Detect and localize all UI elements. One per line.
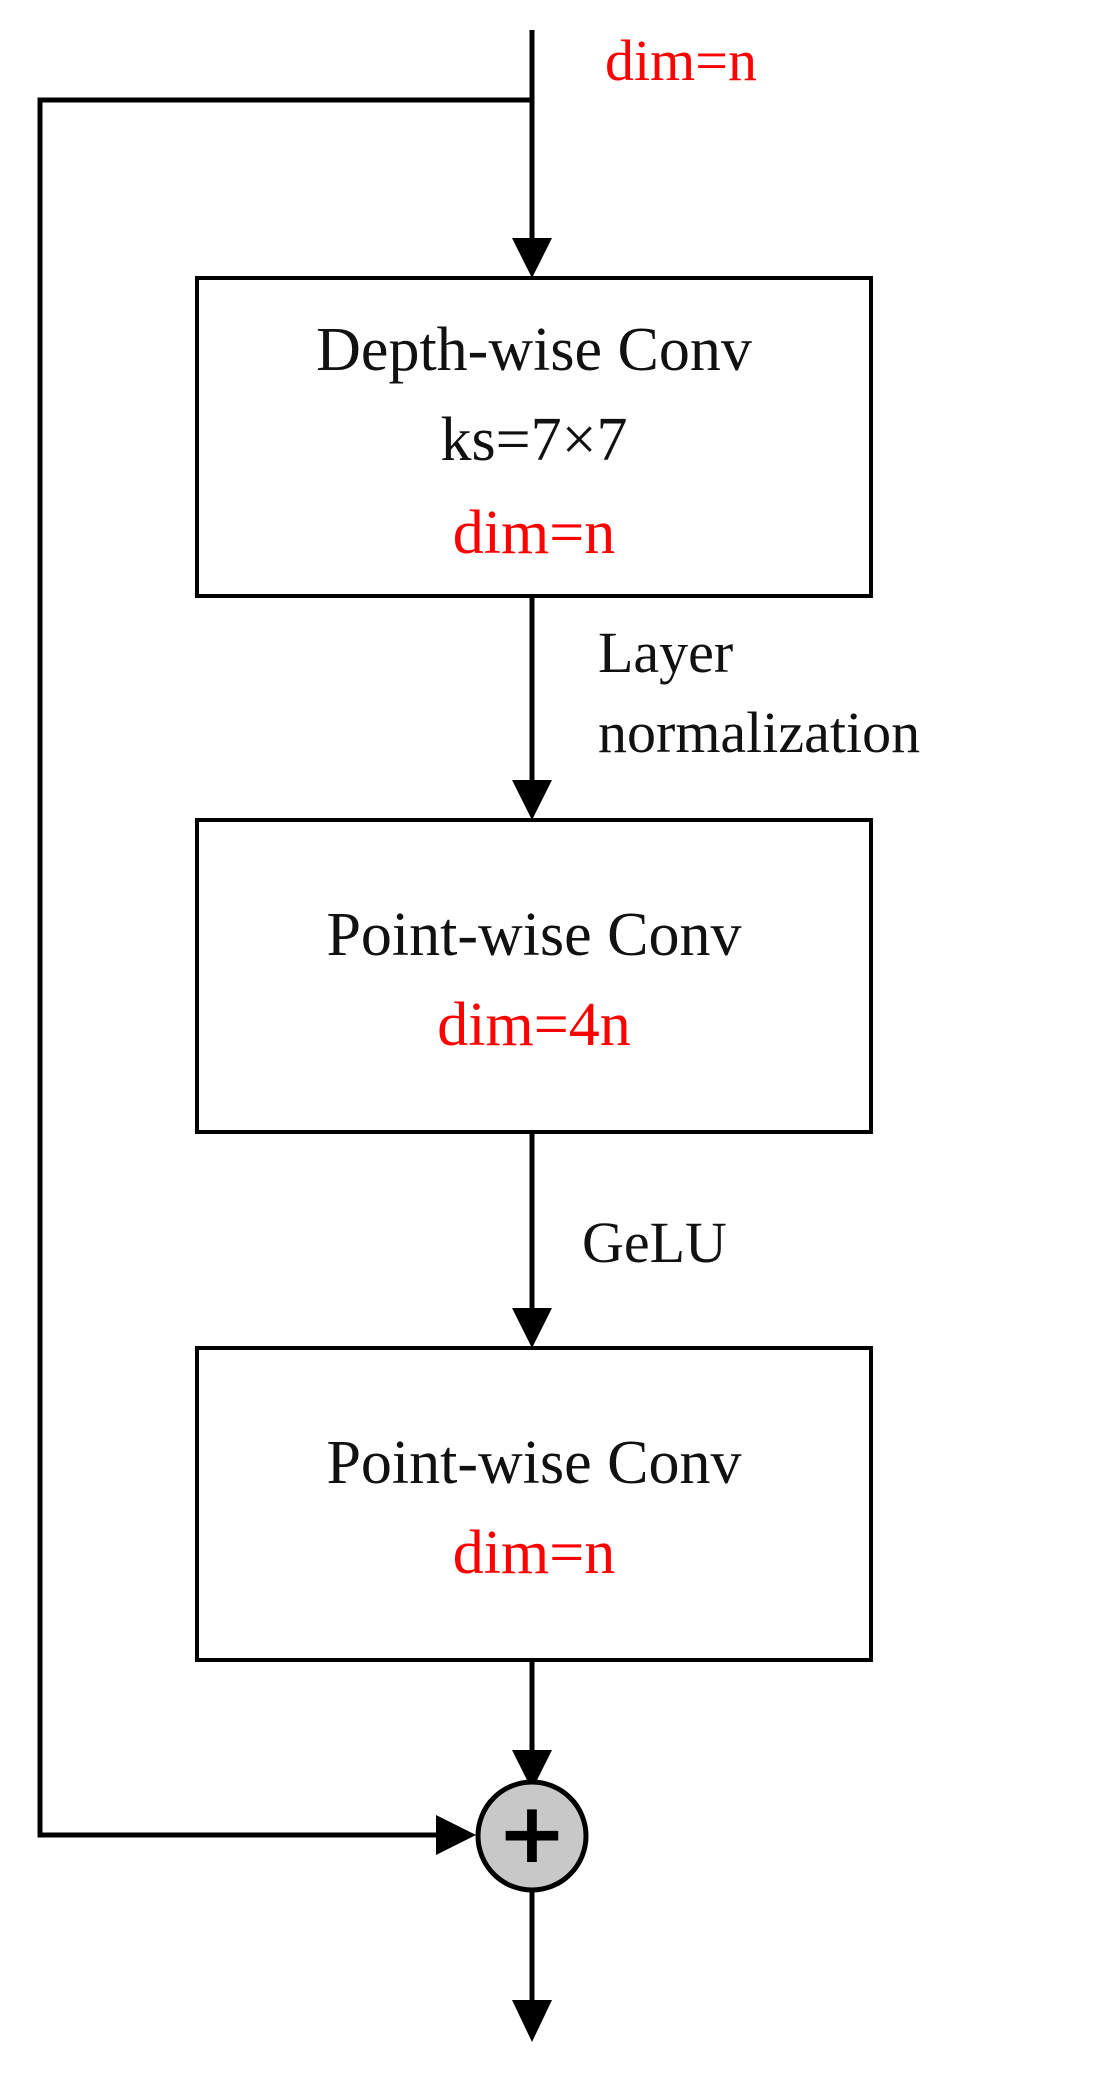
activation-label: GeLU xyxy=(582,1210,727,1275)
pointwise-conv-project-box xyxy=(195,1346,873,1662)
skip-connection-line xyxy=(37,97,532,1838)
norm-label-line1: Layer xyxy=(598,620,733,685)
pointwise-conv-project-dim: dim=n xyxy=(453,1519,615,1587)
depthwise-conv-box xyxy=(195,276,873,598)
pointwise-conv-project-title: Point-wise Conv xyxy=(326,1429,741,1497)
depthwise-conv-dim: dim=n xyxy=(453,499,615,567)
input-dim-label: dim=n xyxy=(605,28,757,93)
depthwise-conv-title: Depth-wise Conv xyxy=(316,316,752,384)
sum-symbol: + xyxy=(497,1784,567,1882)
arrowhead-into-pointwise-expand xyxy=(512,780,552,820)
arrowhead-into-sum xyxy=(512,1750,552,1790)
norm-label-line2: normalization xyxy=(598,700,920,765)
pointwise-conv-expand-box xyxy=(195,818,873,1134)
arrowhead-into-depthwise xyxy=(512,238,552,278)
depthwise-conv-kernel-size: ks=7×7 xyxy=(440,406,627,474)
output-arrowhead xyxy=(512,2000,552,2042)
arrowhead-into-pointwise-project xyxy=(512,1308,552,1348)
arrowhead-skip-into-sum xyxy=(436,1815,476,1855)
pointwise-conv-expand-dim: dim=4n xyxy=(437,991,630,1059)
pointwise-conv-expand-title: Point-wise Conv xyxy=(326,901,741,969)
